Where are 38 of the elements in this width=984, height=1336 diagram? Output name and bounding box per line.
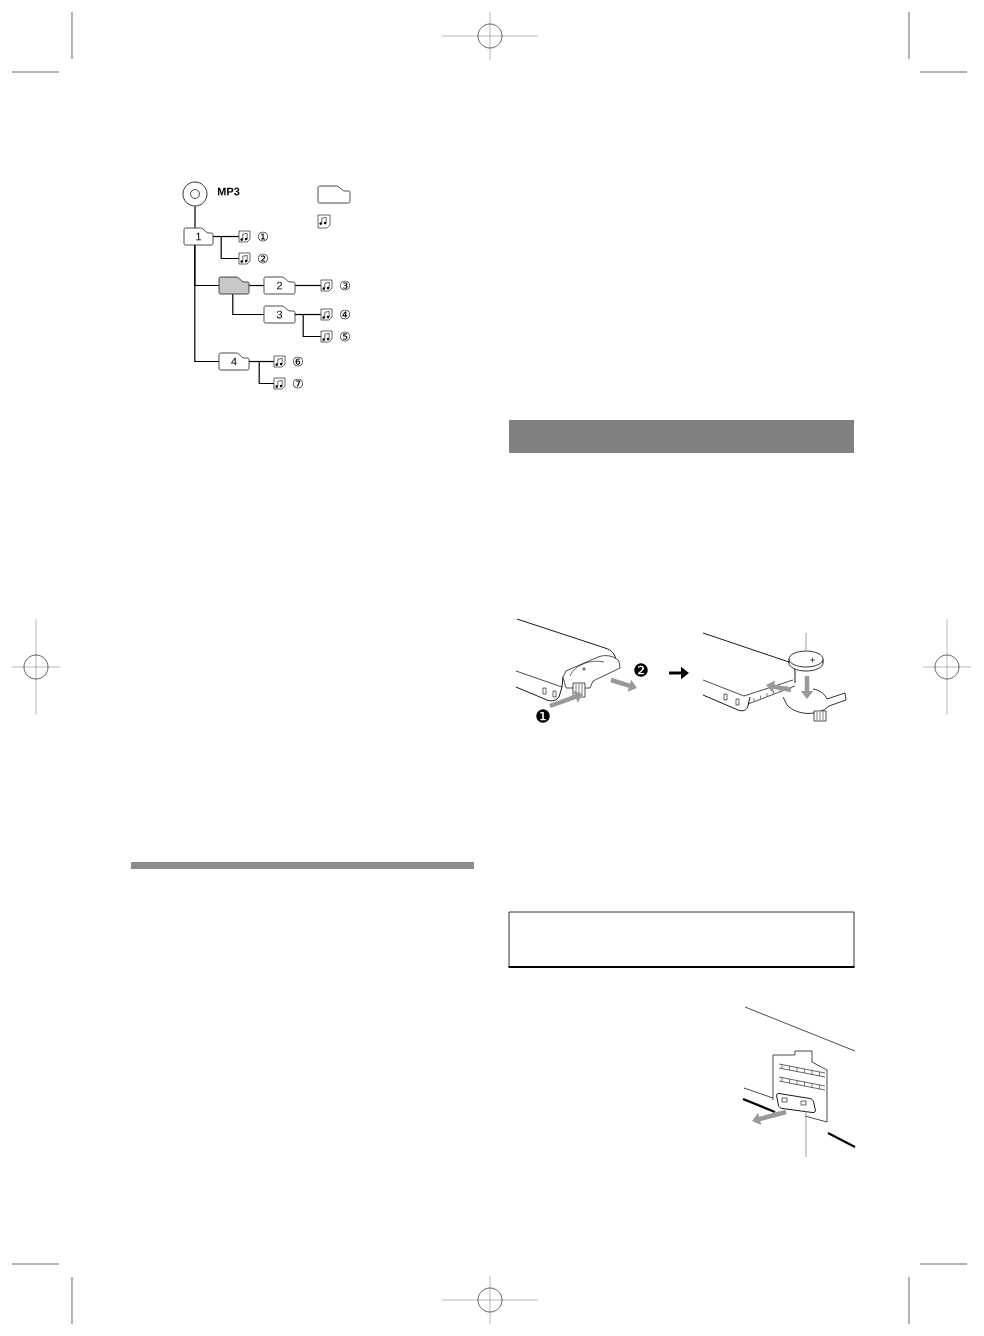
track-number: ⑥ <box>293 356 303 367</box>
folder: 4 <box>218 352 250 371</box>
folder: 1 <box>183 227 214 246</box>
connector-line <box>294 284 322 287</box>
track-number: ② <box>258 253 268 264</box>
folder-icon <box>317 185 351 204</box>
connector-line <box>232 293 265 316</box>
track-number: ⑤ <box>340 331 350 342</box>
file-icon <box>238 252 251 265</box>
heading-bar <box>509 420 854 453</box>
folder: 3 <box>263 305 296 324</box>
track-number: ① <box>258 231 268 242</box>
track-number: ④ <box>340 309 350 320</box>
file-icon <box>273 355 286 368</box>
track-number: ③ <box>340 280 350 291</box>
file-icon <box>320 308 333 321</box>
folder: 2 <box>263 276 296 295</box>
file-icon <box>273 377 286 390</box>
file-icon <box>317 214 331 229</box>
connector-line <box>194 244 220 363</box>
disc-label: MP3 <box>217 187 240 196</box>
callout-number: ❷ <box>634 663 648 677</box>
disc-icon <box>182 181 208 207</box>
registration-mark <box>922 618 972 716</box>
registration-mark <box>11 618 61 716</box>
folder-icon <box>218 276 250 295</box>
registration-mark <box>441 1275 539 1325</box>
track-number: ⑦ <box>293 378 303 389</box>
file-icon <box>238 230 251 243</box>
connector-line <box>248 284 265 287</box>
connector-line <box>194 205 196 229</box>
file-icon <box>320 279 333 292</box>
connector-line <box>248 360 275 385</box>
registration-mark <box>441 11 539 61</box>
connector-line <box>294 313 322 338</box>
file-icon <box>320 330 333 343</box>
connector-line <box>212 235 240 260</box>
callout-number: ❶ <box>536 709 550 723</box>
